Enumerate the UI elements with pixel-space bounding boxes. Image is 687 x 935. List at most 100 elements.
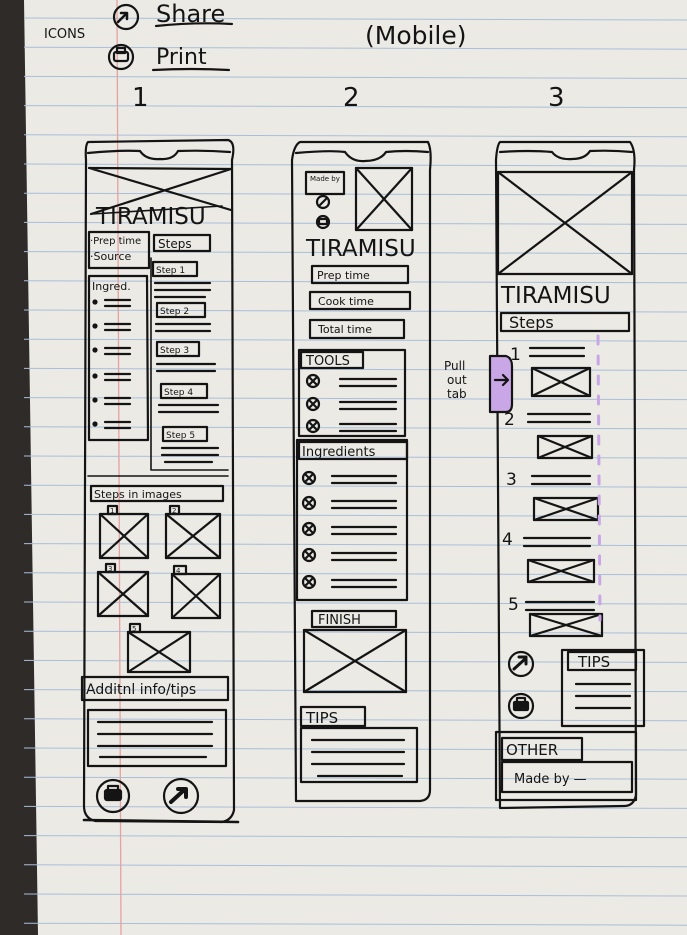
phone-1-prep-time: ·Prep time	[90, 236, 141, 247]
phone-2-number: 2	[343, 83, 360, 113]
phone-1-img-4: 4	[176, 567, 181, 575]
mobile-label: (Mobile)	[365, 21, 467, 50]
pull-out-tab[interactable]	[488, 354, 514, 414]
phone-1-image-grid: 1 2 3 4 5	[96, 504, 222, 674]
phone-3-other-header	[500, 736, 584, 762]
margin-line	[116, 0, 122, 935]
phone-3-tips-header	[566, 650, 638, 672]
phone-1-print-button[interactable]	[95, 778, 131, 814]
phone-1-steps-header	[152, 233, 212, 253]
phone-1-step-4: Step 4	[164, 388, 193, 398]
phone-1-notch	[86, 149, 232, 161]
phone-2-frame	[290, 140, 432, 803]
phone-2-tools-list	[305, 373, 398, 434]
share-underline	[154, 22, 234, 28]
phone-3-step-3: 3	[506, 470, 517, 490]
annotation-out: out	[447, 373, 467, 387]
ruled-line	[23, 251, 687, 255]
phone-3-wireframe: TIRAMISU Steps 1 2 3 4 5	[488, 140, 646, 810]
phone-1-step-list: Step 1 Step 2 Step 3 Step 4 Step 5	[151, 260, 220, 464]
phone-3-title: TIRAMISU	[500, 283, 611, 309]
phone-3-print-button[interactable]	[507, 692, 535, 720]
phone-2-cook-time-box	[308, 290, 412, 311]
ruled-line	[23, 835, 687, 839]
phone-2-total-time: Total time	[317, 323, 372, 336]
phone-3-share-button[interactable]	[507, 650, 535, 678]
phone-2-share-icon[interactable]	[315, 194, 331, 210]
ruled-line	[23, 864, 687, 868]
paper-sheet	[24, 0, 687, 935]
phone-2-total-time-box	[308, 318, 406, 340]
phone-1-step-2: Step 2	[160, 307, 189, 317]
phone-1-img-3: 3	[108, 565, 112, 573]
ruled-line	[23, 426, 687, 430]
phone-3-made-by: Made by —	[514, 772, 587, 787]
phone-3-other-box	[494, 730, 638, 802]
phone-2-notch	[294, 149, 430, 163]
share-icon	[112, 3, 140, 31]
phone-1-number: 1	[132, 83, 149, 113]
phone-2-ingredients-label: Ingredients	[302, 445, 376, 460]
annotation-pull: Pull	[444, 359, 465, 373]
phone-1-step-1: Step 1	[156, 266, 185, 276]
phone-1-steps-label: Steps	[158, 237, 192, 251]
ruled-line	[23, 105, 687, 109]
phone-3-step-list: 1 2 3 4 5	[502, 345, 604, 638]
phone-1-step-3: Step 3	[160, 346, 189, 356]
phone-2-wireframe: Made by TIRAMISU Prep time Cook time Tot…	[290, 140, 432, 803]
phone-2-ingredients-panel	[295, 438, 409, 602]
ruled-line	[23, 922, 687, 926]
phone-2-tips-header	[299, 705, 367, 728]
pull-tab-arrow-icon	[493, 373, 510, 387]
ruled-line	[23, 17, 687, 21]
print-underline	[151, 67, 231, 72]
phone-3-number: 3	[548, 83, 565, 113]
phone-2-prep-time-box	[310, 264, 410, 285]
phone-2-tips-label: TIPS	[305, 709, 338, 727]
phone-2-ingredients-header	[297, 440, 409, 461]
phone-2-tools-panel	[297, 348, 407, 438]
phone-3-step-2: 2	[504, 410, 515, 430]
phone-3-step-5: 5	[508, 595, 519, 615]
phone-3-other-label: OTHER	[506, 741, 558, 759]
ruled-line	[23, 718, 687, 722]
phone-3-notch	[498, 149, 634, 161]
phone-3-frame	[494, 140, 638, 810]
phone-3-tips-label: TIPS	[577, 653, 610, 671]
print-icon	[107, 43, 135, 71]
annotation-tab: tab	[447, 387, 467, 401]
phone-2-finish-header	[310, 609, 398, 629]
icons-label: ICONS	[44, 27, 85, 42]
phone-2-prep-time: Prep time	[317, 269, 370, 282]
phone-3-step-1: 1	[510, 345, 521, 365]
ruled-line	[23, 601, 687, 605]
phone-2-title: TIRAMISU	[305, 236, 416, 262]
ruled-line	[23, 893, 687, 897]
phone-3-step-4: 4	[502, 530, 513, 550]
phone-1-ingredient-list	[92, 298, 132, 430]
ruled-line	[23, 280, 687, 284]
phone-1-ingredients-panel	[87, 274, 150, 442]
ruled-line	[23, 689, 687, 693]
phone-1-tips-box	[86, 708, 228, 768]
phone-2-hero-image	[354, 166, 414, 232]
ruled-line	[23, 338, 687, 342]
phone-2-made-by: Made by	[310, 175, 340, 183]
phone-1-info-box	[87, 230, 151, 270]
ruled-line	[23, 367, 687, 371]
phone-1-additional-header	[80, 675, 230, 702]
phone-1-share-button[interactable]	[162, 777, 200, 815]
phone-1-ingred-label: Ingred.	[92, 280, 131, 293]
phone-2-print-icon[interactable]	[315, 214, 331, 230]
phone-2-ingredient-list	[301, 470, 398, 590]
phone-3-tips-box	[560, 648, 646, 728]
ruled-line	[23, 46, 687, 50]
phone-2-tools-label: TOOLS	[305, 354, 350, 369]
phone-3-hero-image	[496, 170, 634, 276]
phone-1-steps-images-label: Steps in images	[94, 488, 182, 501]
phone-3-steps-header	[499, 311, 631, 333]
print-label: Print	[156, 45, 207, 70]
pull-out-guide	[596, 334, 602, 622]
ruled-line	[23, 163, 687, 167]
